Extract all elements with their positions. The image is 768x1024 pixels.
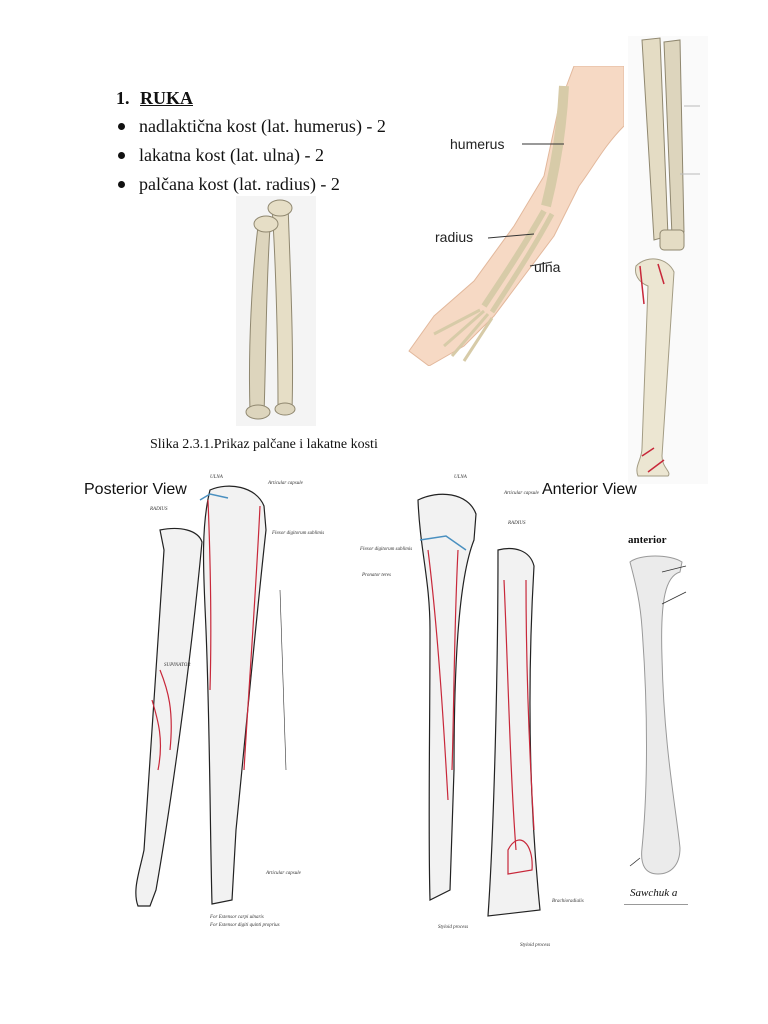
figure-caption: Slika 2.3.1.Prikaz palčane i lakatne kos…: [150, 437, 378, 452]
anterior-label-ulna: ULNA: [454, 475, 468, 480]
separated-bones-image: [628, 36, 708, 484]
bone-list: nadlaktična kost (lat. humerus) - 2 laka…: [116, 112, 386, 199]
label-ulna: ulna: [534, 259, 561, 275]
bullet-icon: [118, 181, 125, 188]
posterior-label-capsule-2: Articular capsule: [265, 871, 302, 876]
right-bone-bottom-label: Sawchuk a: [630, 887, 678, 899]
list-item: nadlaktična kost (lat. humerus) - 2: [116, 112, 386, 141]
arm-illustration: [408, 66, 624, 366]
posterior-label-capsule: Articular capsule: [267, 481, 304, 486]
right-bone-top-label: anterior: [628, 534, 667, 546]
section-number: 1.: [116, 88, 130, 108]
anterior-view-title: Anterior View: [542, 481, 637, 498]
section-title: RUKA: [140, 88, 193, 108]
anterior-label-flexor: Flexor digitorum sublimis: [359, 547, 412, 552]
posterior-label-ext-digiti: For Extensor digiti quinti proprius: [209, 923, 280, 928]
posterior-label-radius: RADIUS: [149, 507, 168, 512]
posterior-label-ulna: ULNA: [210, 475, 224, 480]
anterior-label-radius: RADIUS: [507, 521, 526, 526]
label-radius: radius: [435, 229, 474, 245]
posterior-label-ext-carpi: For Extensor carpi ulnaris: [209, 915, 264, 920]
anterior-label-brachio: Brachioradialis: [552, 899, 584, 904]
list-item: palčana kost (lat. radius) - 2: [116, 170, 386, 199]
anterior-label-pronator: Pronator teres: [361, 573, 391, 578]
divider: [624, 904, 688, 905]
anterior-label-styloid-2: Styloid process: [520, 943, 550, 948]
posterior-label-flexor: Flexor digitorum sublimis: [271, 531, 324, 536]
list-item: lakatna kost (lat. ulna) - 2: [116, 141, 386, 170]
posterior-view-title: Posterior View: [84, 481, 187, 498]
forearm-bones-image: [236, 196, 316, 426]
section-heading: 1. RUKA: [116, 88, 193, 109]
anterior-label-styloid-1: Styloid process: [438, 925, 468, 930]
posterior-view-diagram: ULNA RADIUS Articular capsule Flexor dig…: [135, 475, 324, 928]
label-humerus: humerus: [450, 136, 505, 152]
bullet-icon: [118, 152, 125, 159]
anterior-view-diagram: ULNA Articular capsule RADIUS Flexor dig…: [359, 475, 584, 948]
bullet-icon: [118, 123, 125, 130]
posterior-label-supinator: SUPINATOR: [164, 663, 190, 668]
anterior-label-capsule: Articular capsule: [503, 491, 540, 496]
right-single-bone-image: [620, 548, 698, 880]
